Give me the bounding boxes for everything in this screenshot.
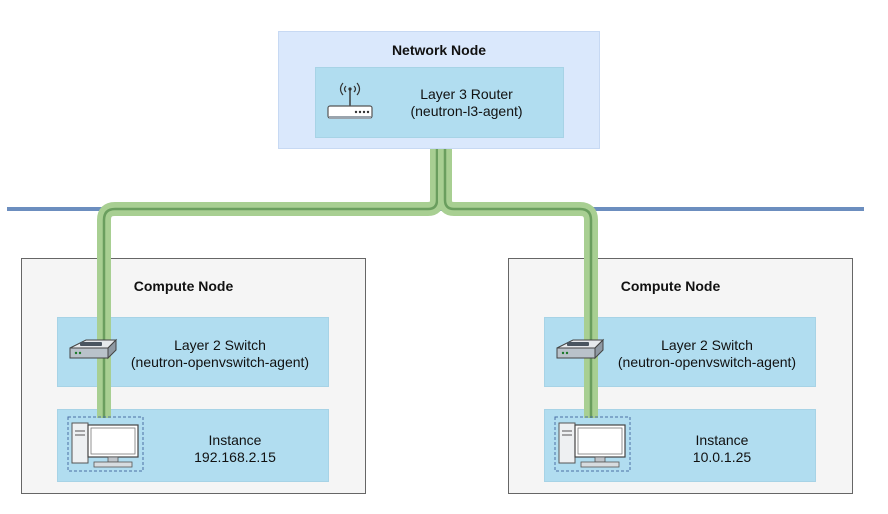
- computer-icon: [67, 416, 144, 472]
- switch-icon: [556, 338, 605, 360]
- instance-label-right-line2: 10.0.1.25: [692, 449, 752, 465]
- switch-label-left: Layer 2 Switch (neutron-openvswitch-agen…: [118, 337, 322, 371]
- instance-label-left: Instance 192.168.2.15: [148, 432, 322, 466]
- switch-label-left-line1: Layer 2 Switch: [174, 337, 266, 353]
- router-label-line1: Layer 3 Router: [420, 86, 513, 102]
- instance-label-left-line1: Instance: [208, 432, 262, 448]
- link-router-to-compute-right: [438, 149, 598, 418]
- instance-label-right: Instance 10.0.1.25: [635, 432, 809, 466]
- instance-label-right-line1: Instance: [695, 432, 749, 448]
- link-router-to-compute-left: [97, 149, 444, 418]
- switch-label-right: Layer 2 Switch (neutron-openvswitch-agen…: [605, 337, 809, 371]
- router-label: Layer 3 Router (neutron-l3-agent): [376, 86, 557, 120]
- layer3-router-box: Layer 3 Router (neutron-l3-agent): [315, 67, 564, 138]
- router-icon: [327, 82, 373, 119]
- compute-node-right-title: Compute Node: [620, 278, 721, 294]
- network-node-title: Network Node: [391, 42, 487, 58]
- switch-icon: [69, 338, 118, 360]
- instance-label-left-line2: 192.168.2.15: [194, 449, 276, 465]
- compute-node-left-title: Compute Node: [133, 278, 234, 294]
- computer-icon: [554, 416, 631, 472]
- switch-label-left-line2: (neutron-openvswitch-agent): [130, 354, 310, 370]
- router-label-line2: (neutron-l3-agent): [410, 103, 523, 119]
- switch-label-right-line1: Layer 2 Switch: [661, 337, 753, 353]
- switch-label-right-line2: (neutron-openvswitch-agent): [617, 354, 797, 370]
